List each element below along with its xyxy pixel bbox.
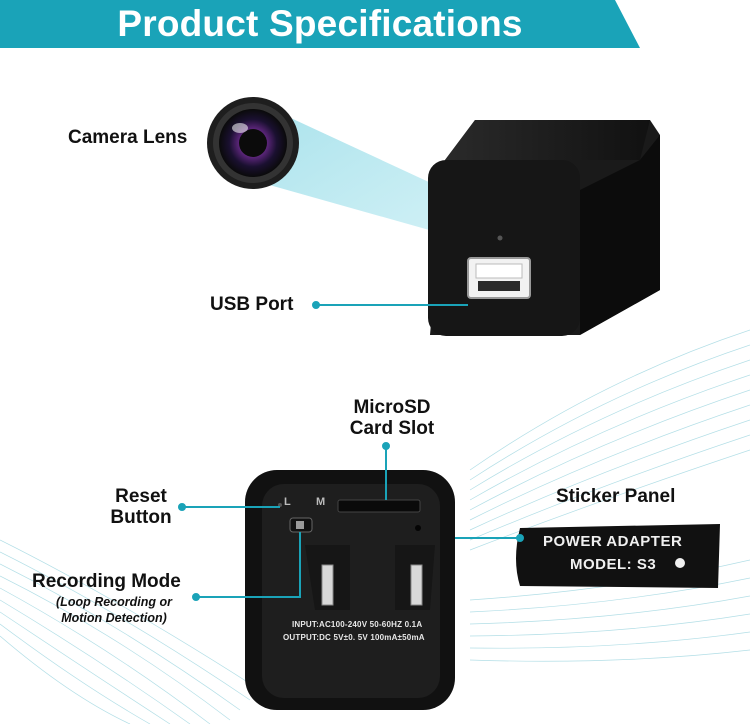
sticker-panel-label: Sticker Panel: [556, 486, 676, 507]
switch-label-right: M: [316, 496, 326, 508]
recording-mode-label: Recording Mode: [32, 571, 181, 592]
title-banner: [0, 0, 640, 48]
plate-input-text: INPUT:AC100-240V 50-60HZ 0.1A: [292, 620, 423, 629]
microsd-label-line1: MicroSD: [353, 397, 431, 418]
camera-lens-label: Camera Lens: [68, 127, 188, 148]
sticker-line2: MODEL: S3: [570, 556, 657, 573]
plate-output-text: OUTPUT:DC 5V±0. 5V 100mA±50mA: [283, 633, 425, 642]
reset-label-line2: Button: [110, 506, 172, 528]
back-panel-device: [245, 470, 455, 710]
recording-sub-line2: Motion Detection): [61, 610, 167, 625]
recording-mode-sublabel: (Loop Recording or Motion Detection): [44, 595, 184, 626]
microsd-label: MicroSD Card Slot: [332, 397, 452, 440]
usb-port-label: USB Port: [210, 294, 294, 315]
microsd-slot-icon: [337, 499, 421, 513]
switch-label-left: L: [284, 496, 291, 508]
sticker-panel: [516, 524, 720, 588]
usb-charger-device: [428, 120, 660, 336]
page-title: Product Specifications: [117, 3, 523, 44]
prong-right: [410, 564, 423, 606]
reset-button-label: Reset Button: [105, 486, 177, 529]
prong-left: [321, 564, 334, 606]
wave-lines-right: [469, 329, 750, 662]
wave-lines-left: [0, 539, 261, 724]
indicator-light: [497, 235, 503, 241]
callout-lines: [178, 301, 524, 601]
camera-lens-icon: [207, 97, 299, 189]
recording-sub-line1: (Loop Recording or: [56, 595, 172, 609]
reset-label-line1: Reset: [115, 486, 167, 507]
microsd-label-line2: Card Slot: [349, 417, 435, 439]
sticker-line1: POWER ADAPTER: [543, 533, 683, 550]
